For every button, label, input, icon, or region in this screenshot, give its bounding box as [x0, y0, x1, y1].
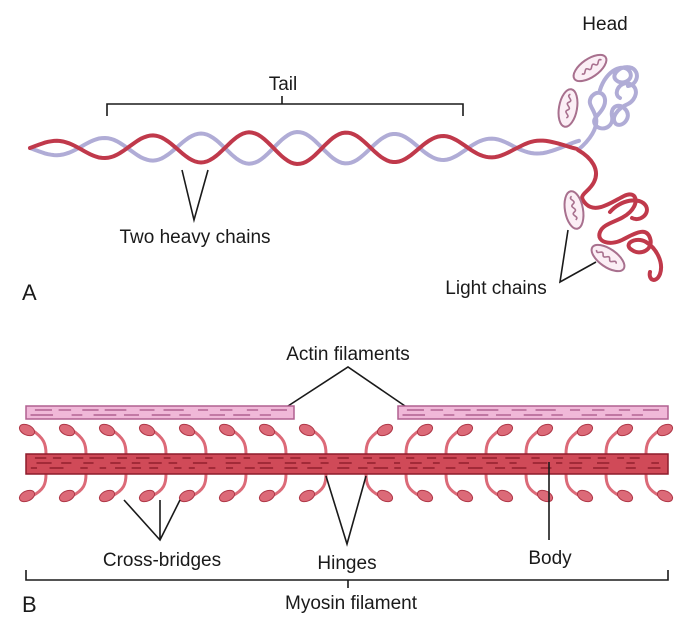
hinges-label: Hinges: [317, 553, 376, 574]
cross-bridge: [298, 423, 328, 455]
tail-label: Tail: [269, 74, 298, 95]
cross-bridges-label: Cross-bridges: [103, 550, 221, 571]
actin-label: Actin filaments: [286, 344, 410, 365]
body-label: Body: [528, 548, 572, 569]
myosin-head-upper: [576, 65, 639, 152]
panel-a: Tail Head Two heavy chains Light chains …: [22, 14, 663, 305]
heavy-chain-tail: [28, 129, 581, 167]
actin-filament-right: [397, 405, 669, 420]
cross-bridge: [484, 423, 514, 455]
cross-bridge: [404, 423, 434, 455]
cross-bridge: [218, 423, 248, 455]
cross-bridge: [604, 473, 634, 503]
cross-bridge: [18, 423, 48, 455]
cross-bridge: [58, 423, 88, 455]
hinges-leader: [325, 475, 367, 547]
cross-bridge: [364, 473, 394, 503]
cross-bridge: [564, 423, 594, 455]
cross-bridge: [604, 423, 634, 455]
myosin-filament-body: [25, 453, 669, 475]
myosin-label: Myosin filament: [285, 593, 418, 614]
cross-bridge: [444, 423, 474, 455]
cross-bridge: [444, 473, 474, 503]
myosin-bracket: [25, 570, 669, 588]
cross-bridge: [178, 423, 208, 455]
actin-leader: [287, 366, 406, 407]
cross-bridge: [364, 423, 394, 455]
panel-b-letter: B: [22, 592, 37, 617]
cross-bridge: [524, 473, 554, 503]
panel-b: Actin filaments Cross-bridges Hinges Bod…: [18, 344, 674, 617]
cross-bridge: [18, 473, 48, 503]
cross-bridge: [258, 473, 288, 503]
light-chains-label: Light chains: [445, 278, 546, 299]
heavy-chains-leader: [181, 169, 209, 224]
cross-bridge: [644, 473, 674, 503]
cross-bridge: [258, 423, 288, 455]
cross-bridge: [138, 473, 168, 503]
heavy-chain-lavender: [28, 129, 581, 166]
cross-bridge: [98, 473, 128, 503]
head-label: Head: [582, 14, 627, 35]
cross-bridge: [218, 473, 248, 503]
light-chain: [586, 238, 630, 278]
heavy-chain-red: [28, 130, 581, 167]
light-chains-leader: [558, 229, 597, 284]
light-chain: [554, 86, 582, 130]
tail-bracket: [106, 96, 464, 116]
cross-bridge: [564, 473, 594, 503]
cross-bridge: [524, 423, 554, 455]
cross-bridge: [58, 473, 88, 503]
cross-bridges-leader: [123, 499, 181, 542]
cross-bridge: [138, 423, 168, 455]
cross-bridges: [18, 423, 674, 503]
myosin-head-lower: [576, 148, 663, 282]
cross-bridge: [178, 473, 208, 503]
cross-bridge: [298, 473, 328, 503]
actin-filament-left: [25, 405, 295, 420]
cross-bridge: [484, 473, 514, 503]
cross-bridge: [98, 423, 128, 455]
heavy-chains-label: Two heavy chains: [119, 227, 270, 248]
cross-bridge: [404, 473, 434, 503]
panel-a-letter: A: [22, 280, 37, 305]
cross-bridge: [644, 423, 674, 455]
